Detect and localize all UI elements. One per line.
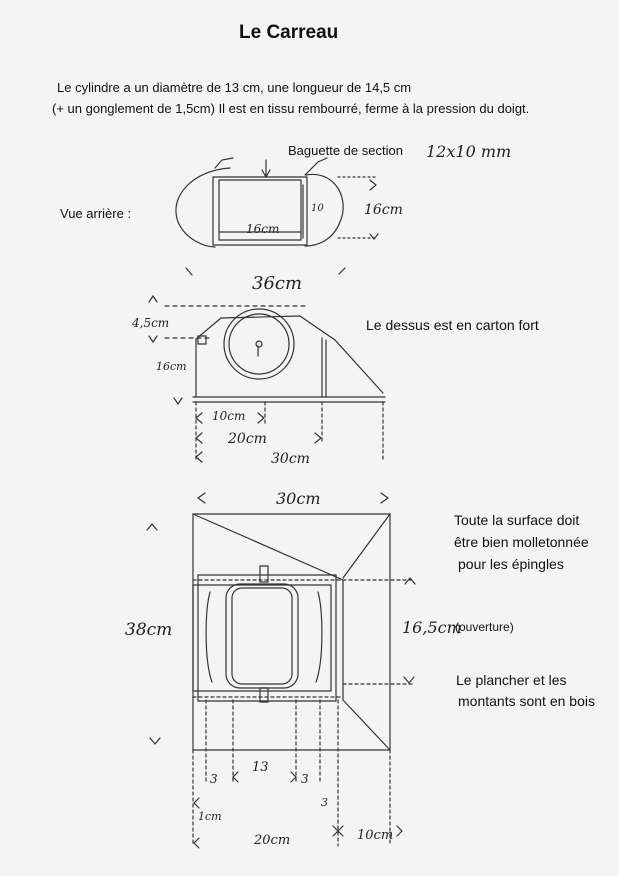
baguette-label: Baguette de section [288, 143, 403, 158]
dim-side-width-top: 36cm [252, 273, 303, 294]
dim-plan-bottom-b: 20cm [254, 833, 291, 848]
opening-label: (ouverture) [455, 620, 514, 634]
dim-side-c: 30cm [271, 451, 310, 467]
dim-plan-bottom-a: 1cm [198, 810, 222, 823]
dim-back-height: 16cm [364, 202, 403, 218]
page-title: Le Carreau [239, 22, 339, 43]
back-view-label: Vue arrière : [60, 206, 132, 221]
side-view-drawing [149, 268, 385, 462]
baguette-size-label: 12x10 mm [426, 142, 512, 161]
intro-line-1: Le cylindre a un diamètre de 13 cm, une … [57, 80, 412, 95]
plan-view-drawing [147, 493, 415, 848]
dim-plan-left-gap: 3 [210, 772, 218, 786]
dim-side-top-offset: 4,5cm [132, 316, 170, 330]
dim-plan-width: 30cm [276, 489, 321, 508]
back-view-drawing [176, 158, 378, 247]
top-note-label: Le dessus est en carton fort [366, 317, 539, 333]
surface-note-line-3: pour les épingles [458, 556, 564, 572]
dim-plan-opening: 16,5cm [402, 618, 462, 637]
dim-plan-right-gap-2: 3 [321, 796, 328, 809]
dim-plan-cylinder: 13 [252, 760, 269, 775]
surface-note-line-2: être bien molletonnée [454, 534, 589, 550]
dim-back-inner-height: 10 [311, 203, 324, 214]
dim-plan-height: 38cm [125, 620, 173, 640]
floor-note-line-1: Le plancher et les [456, 672, 567, 688]
dim-plan-right-gap: 3 [301, 772, 309, 786]
dim-side-a: 10cm [212, 409, 246, 423]
surface-note-line-1: Toute la surface doit [454, 512, 580, 528]
dim-side-b: 20cm [228, 431, 267, 447]
dim-plan-bottom-c: 10cm [357, 828, 394, 843]
floor-note-line-2: montants sont en bois [458, 693, 595, 709]
intro-line-2: (+ un gonglement de 1,5cm) Il est en tis… [52, 101, 530, 116]
dim-side-height: 16cm [156, 360, 187, 373]
